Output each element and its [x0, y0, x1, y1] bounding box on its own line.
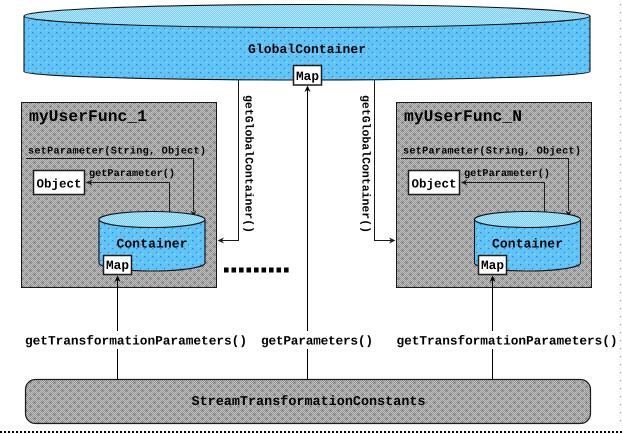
svg-text:Container: Container [117, 237, 188, 252]
svg-text:Container: Container [492, 237, 563, 252]
svg-text:setParameter(String, Object): setParameter(String, Object) [403, 146, 581, 158]
svg-text:getParameter(): getParameter() [89, 168, 175, 180]
svg-text:setParameter(String, Object): setParameter(String, Object) [28, 146, 206, 158]
svg-text:Map: Map [481, 258, 504, 273]
svg-text:getTransformationParameters(): getTransformationParameters() [397, 334, 618, 349]
svg-text:GlobalContainer: GlobalContainer [248, 42, 366, 57]
svg-text:getGlobalContainer(): getGlobalContainer() [242, 95, 255, 233]
svg-text:Map: Map [296, 69, 319, 84]
svg-text:getParameters(): getParameters() [261, 334, 373, 349]
svg-text:getParameter(): getParameter() [464, 168, 550, 180]
svg-text:Object: Object [412, 178, 457, 192]
svg-text:Map: Map [106, 258, 129, 273]
svg-text:StreamTransformationConstants: StreamTransformationConstants [192, 395, 426, 410]
svg-text:getTransformationParameters(): getTransformationParameters() [25, 334, 247, 349]
svg-text:Object: Object [37, 178, 82, 192]
svg-text:getGlobalContainer(): getGlobalContainer() [359, 95, 372, 233]
svg-text:myUserFunc_1: myUserFunc_1 [29, 107, 147, 126]
svg-text:myUserFunc_N: myUserFunc_N [404, 107, 522, 126]
